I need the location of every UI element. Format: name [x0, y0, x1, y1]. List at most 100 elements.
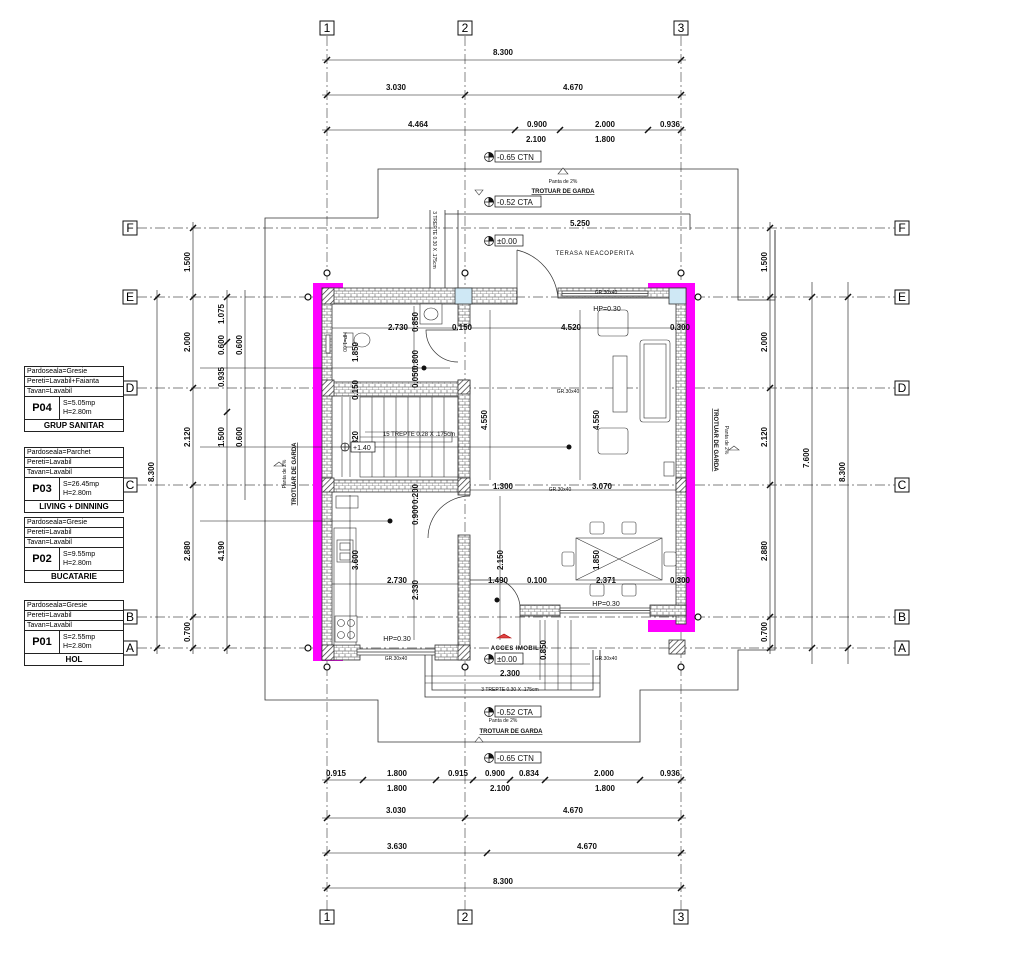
finish-ceiling: Tavan=Lavabil	[25, 468, 123, 478]
dim-text: 0.936	[660, 120, 681, 129]
grid-row-label: D	[898, 381, 907, 395]
dim-text: 0.935	[217, 366, 226, 387]
exterior-wall-highlight	[313, 283, 695, 661]
level-marker-icon	[340, 441, 376, 453]
sidewalk-label: TROTUAR DE GARDA	[532, 189, 596, 195]
sidewalk-label: TROTUAR DE GARDA	[480, 729, 544, 735]
window-label: GR.30x40	[595, 290, 618, 296]
dim-total-top: 8.300	[493, 48, 514, 57]
dim-text: 3.070	[592, 482, 613, 491]
dim-text: 1.800	[387, 784, 408, 793]
grid-row-label: A	[898, 641, 906, 655]
dim-text: 0.834	[519, 769, 540, 778]
dim-text: 0.150	[351, 379, 360, 400]
grid-col-label: 3	[678, 910, 685, 924]
dim-text: 0.300	[670, 323, 691, 332]
dim-text: 0.936	[660, 769, 681, 778]
kitchen-fixtures	[333, 495, 359, 646]
dimension-texts-right: 1.500 2.000 2.120 2.880 0.700 7.600 8.30…	[760, 251, 847, 642]
chair-icon	[663, 551, 677, 567]
dim-text: 0.600	[217, 334, 226, 355]
grid-row-E-right: E	[894, 289, 910, 305]
room-area: S=9.55mp	[63, 551, 96, 558]
grid-row-E-left: E	[122, 289, 138, 305]
dim-text: 0.300	[670, 576, 691, 585]
dim-text: 4.520	[561, 323, 582, 332]
grid-col-label: 1	[324, 21, 331, 35]
dim-text: 0.600	[235, 334, 244, 355]
grid-nodes	[304, 269, 702, 671]
dim-text: 1.850	[592, 549, 601, 570]
level-texts: -0.65 CTN -0.52 CTA ±0.00 ±0.00 -0.52 CT…	[353, 153, 534, 763]
dim-text: 4.190	[217, 540, 226, 561]
dim-text: 3.030	[386, 83, 407, 92]
hp-label: HP=0.30	[383, 636, 411, 643]
window-label: GR.30x40	[385, 656, 408, 662]
dim-text: 2.100	[490, 784, 511, 793]
finish-floor: Pardoseala=Parchet	[25, 448, 123, 458]
chair-icon	[589, 583, 605, 597]
grid-row-label: D	[126, 381, 135, 395]
dim-text: 1.500	[760, 251, 769, 272]
dim-text: 2.730	[388, 323, 409, 332]
grid-row-label: B	[126, 610, 134, 624]
living-furniture	[561, 309, 677, 597]
grid-row-label: E	[126, 290, 134, 304]
dim-text: 2.880	[183, 540, 192, 561]
room-code: P01	[25, 631, 60, 653]
level-text: -0.52 CTA	[497, 708, 534, 717]
dim-text: 0.915	[326, 769, 347, 778]
armchair-icon	[597, 309, 629, 337]
grid-col-2-bottom: 2	[457, 909, 473, 925]
slope-label: Panta de 2%	[489, 718, 518, 724]
arrow-up-icon	[557, 167, 569, 175]
dim-text: 1.500	[217, 426, 226, 447]
room-name: LIVING + DINNING	[39, 502, 109, 511]
dim-text: 0.050	[411, 367, 420, 388]
grid-row-A-right: A	[894, 640, 910, 656]
hp-label: HP=0.30	[592, 601, 620, 608]
terrace-label: TERASA NEACOPERITA	[556, 251, 635, 257]
structural-columns	[321, 287, 687, 661]
grid-row-C-left: C	[122, 477, 138, 493]
radiator-icon	[663, 461, 675, 477]
grid-row-label: F	[898, 221, 905, 235]
dim-text: 1.850	[351, 341, 360, 362]
dim-text: 1.800	[387, 769, 408, 778]
dim-text: 5.250	[570, 219, 591, 228]
hp-label: HP=0.30	[593, 306, 621, 313]
level-text: ±0.00	[497, 655, 518, 664]
finish-walls: Pereti=Lavabil+Faianta	[25, 377, 123, 387]
room-legend-p04: Pardoseala=Gresie Pereti=Lavabil+Faianta…	[24, 366, 124, 432]
dim-text: 0.900	[411, 504, 420, 525]
dim-text: 4.670	[563, 83, 584, 92]
room-area-block: S=5.05mp H=2.80m	[60, 397, 95, 419]
slope-label: Panta de 2%	[282, 459, 288, 488]
slope-label: Panta de 2%	[549, 179, 578, 185]
interior-dimension-texts: 2.730 0.850 0.150 4.520 0.300 1.850 0.80…	[351, 311, 691, 678]
sink-basin-icon	[423, 307, 439, 321]
grid-row-F-right: F	[894, 220, 910, 236]
dim-text: 2.120	[760, 426, 769, 447]
dimensions-right	[766, 222, 852, 664]
dim-text: 2.000	[183, 331, 192, 352]
dim-text: 0.915	[448, 769, 469, 778]
arrow-up-icon	[273, 461, 285, 467]
dim-text: 2.300	[500, 669, 521, 678]
grid-lines	[137, 36, 895, 910]
level-marker-icon	[484, 652, 524, 665]
room-height: H=2.80m	[63, 409, 92, 416]
grid-row-label: E	[898, 290, 906, 304]
dim-text: 0.900	[527, 120, 548, 129]
finish-floor: Pardoseala=Gresie	[25, 601, 123, 611]
dim-text: 0.100	[527, 576, 548, 585]
chair-icon	[561, 551, 575, 567]
grid-row-B-right: B	[894, 609, 910, 625]
grid-labels: 1 2 3 1 2 3 F E D C B A F E D C B A	[122, 20, 910, 925]
dim-text: 0.850	[411, 311, 420, 332]
grid-col-3-top: 3	[673, 20, 689, 36]
window-label: GR.30x40	[549, 487, 572, 493]
dim-text: 3.030	[386, 806, 407, 815]
finish-walls: Pereti=Lavabil	[25, 458, 123, 468]
level-text: -0.65 CTN	[497, 754, 534, 763]
